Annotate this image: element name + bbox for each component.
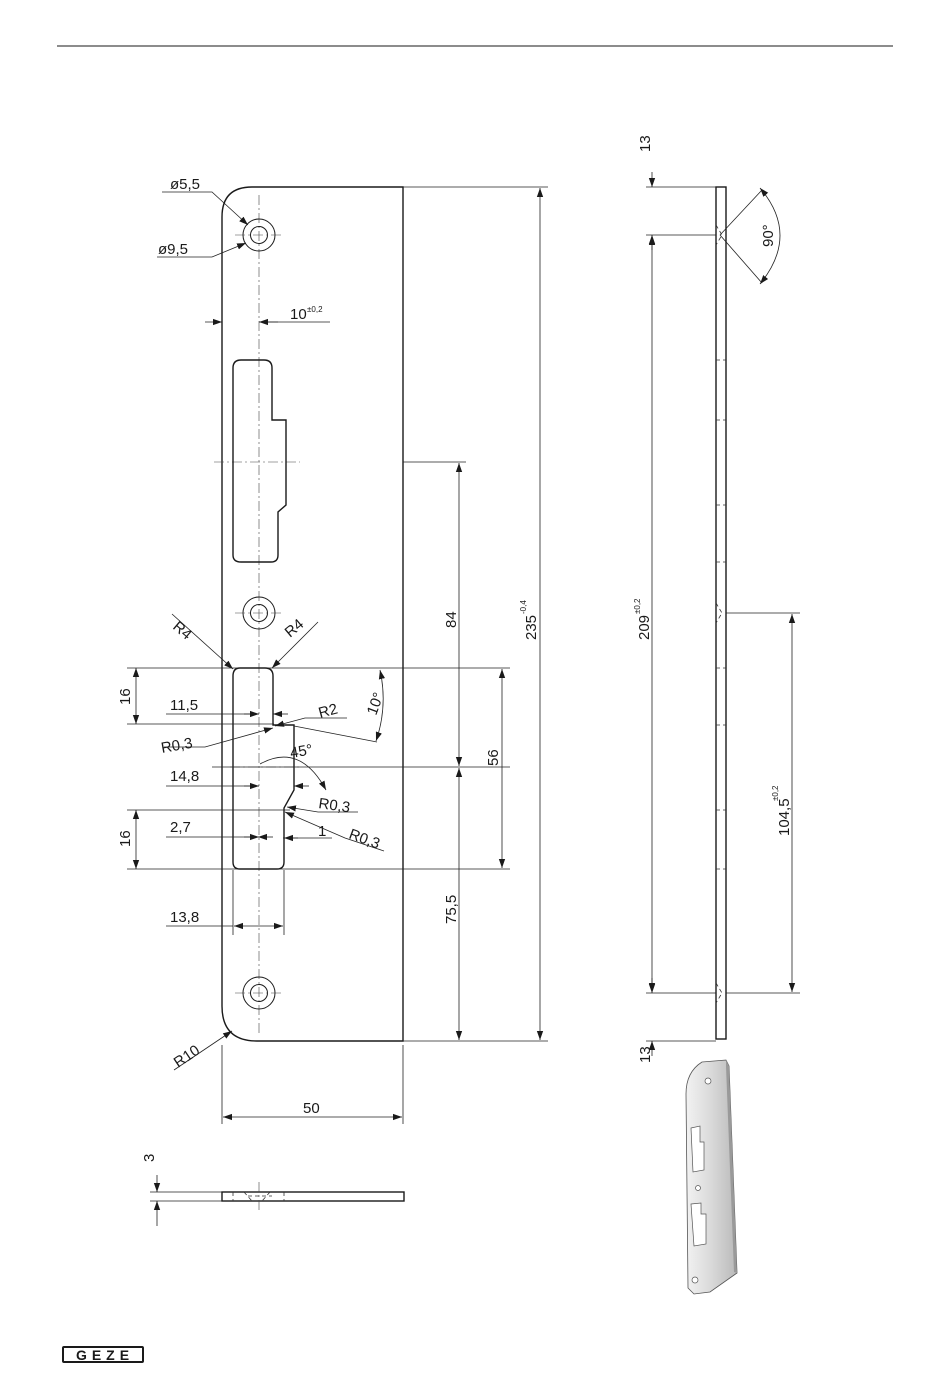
- dim-13-8: 13,8: [170, 909, 199, 926]
- dim-angle-45: 45°: [289, 741, 314, 762]
- dim-side-104-5-tol: ±0,2: [771, 785, 780, 801]
- dim-r0-3-c: R0,3: [347, 826, 383, 853]
- dim-r0-3-b: R0,3: [317, 795, 351, 816]
- dim-16-bottom: 16: [117, 830, 134, 847]
- side-view: 13 209 ±0,2 13 104,5 ±0,2 90°: [633, 135, 800, 1063]
- side-plate: [716, 187, 726, 1039]
- dim-angle-90: 90°: [760, 224, 777, 247]
- dim-angle-10: 10°: [364, 690, 388, 717]
- front-view: ø5,5 ø9,5 10 ±0,2 R4 R4 16 16 11,5 R2: [117, 176, 548, 1124]
- dim-r4-right: R4: [282, 616, 308, 641]
- dim-side-209-tol: ±0,2: [633, 598, 642, 614]
- dim-hole-small: ø5,5: [170, 176, 200, 193]
- dim-width-50: 50: [303, 1100, 320, 1117]
- dim-11-5: 11,5: [170, 697, 198, 714]
- edge-view: 3: [141, 1154, 404, 1226]
- dim-side-13-top: 13: [637, 135, 654, 152]
- dim-14-8: 14,8: [170, 768, 199, 785]
- dim-edge-offset-tol: ±0,2: [307, 305, 323, 314]
- upper-latch-slot: [233, 360, 286, 562]
- dim-75-5: 75,5: [443, 895, 460, 924]
- dim-length-235: 235: [523, 615, 540, 640]
- edge-plate: [222, 1192, 404, 1201]
- dim-84: 84: [443, 611, 460, 628]
- dim-r4-left: R4: [169, 618, 195, 643]
- dim-side-104-5: 104,5: [776, 798, 793, 836]
- dim-56: 56: [485, 749, 502, 766]
- dim-hole-large: ø9,5: [158, 241, 188, 258]
- dim-r2: R2: [317, 700, 340, 721]
- dim-2-7: 2,7: [170, 819, 191, 836]
- plate-outline: [222, 187, 403, 1041]
- dim-r10: R10: [171, 1042, 203, 1071]
- dim-side-13-bottom: 13: [637, 1046, 654, 1063]
- dim-thickness-3: 3: [141, 1154, 158, 1162]
- geze-logo-text: GEZE: [64, 1347, 142, 1363]
- geze-logo: GEZE: [62, 1346, 144, 1363]
- dim-16-top: 16: [117, 688, 134, 705]
- dim-1: 1: [318, 823, 326, 840]
- strike-plate-illustration: [686, 1060, 737, 1294]
- dim-r0-3-a: R0,3: [160, 735, 194, 757]
- lower-bolt-slot: [233, 668, 294, 869]
- dim-side-209: 209: [636, 615, 653, 640]
- dim-length-235-tol: -0,4: [519, 600, 528, 614]
- dim-edge-offset: 10: [290, 306, 307, 323]
